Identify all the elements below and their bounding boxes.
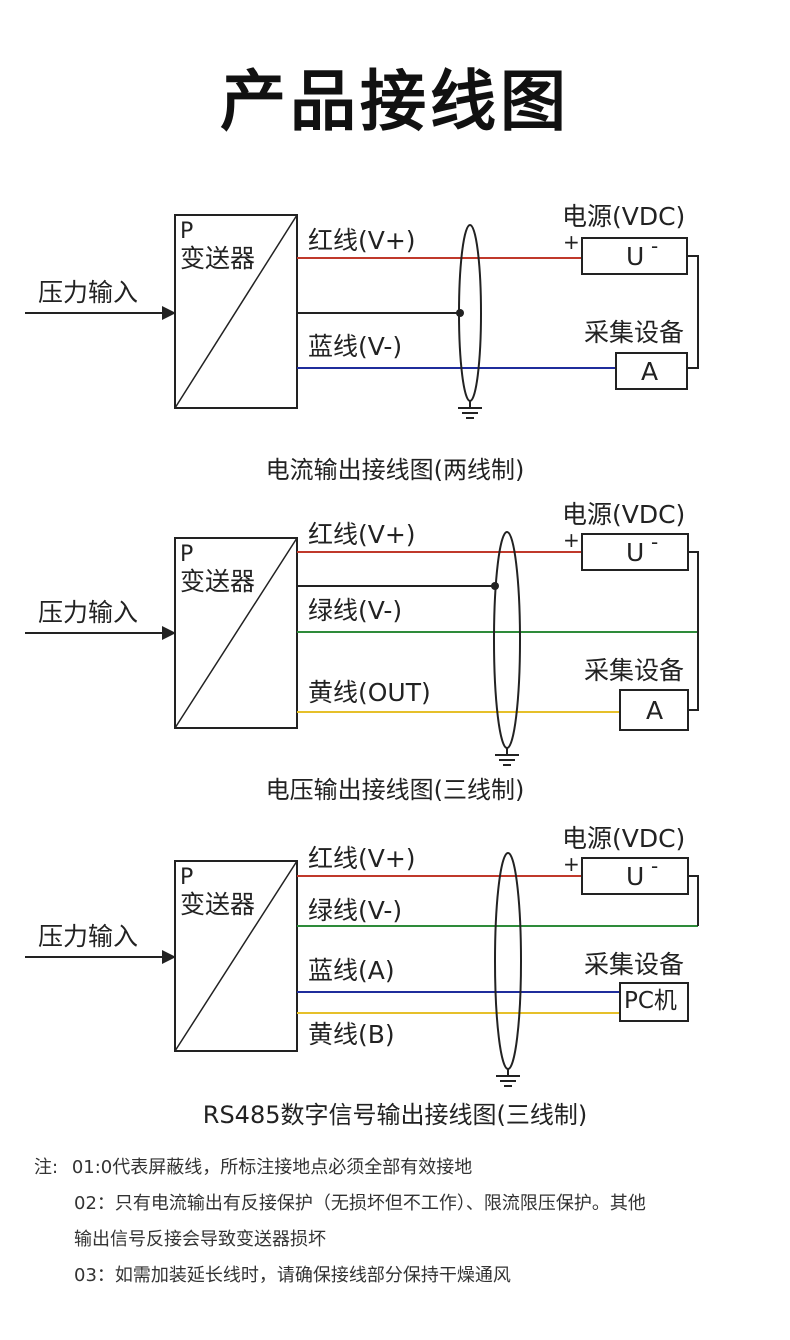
minus-sign: - bbox=[651, 234, 659, 258]
power-device-connector bbox=[687, 255, 699, 369]
device-box bbox=[619, 689, 689, 731]
wire-label-yellow: 黄线(B) bbox=[308, 1020, 395, 1049]
power-box bbox=[581, 533, 689, 571]
page-title: 产品接线图 bbox=[220, 63, 570, 140]
transmitter-label: 变送器 bbox=[180, 890, 256, 919]
device-box bbox=[615, 352, 688, 390]
wire-label-blue: 蓝线(V-) bbox=[308, 332, 403, 361]
diagram-rs485: 压力输入 P 变送器 红线(V+) 绿线(V-) 蓝线(A) 黄线(B) 电源(… bbox=[0, 820, 790, 1090]
plus-sign: + bbox=[563, 852, 580, 876]
note-prefix: 注: bbox=[34, 1157, 59, 1178]
wiring-svg bbox=[25, 214, 699, 419]
transmitter-diagonal bbox=[174, 214, 298, 409]
junction-dot bbox=[491, 582, 499, 590]
caption-diagram-1: 电流输出接线图(两线制) bbox=[265, 456, 525, 484]
device-box-label: A bbox=[641, 357, 659, 386]
caption-diagram-3: RS485数字信号输出接线图(三线制) bbox=[202, 1101, 588, 1129]
wiring-svg bbox=[25, 852, 699, 1087]
transmitter-label-p: P bbox=[180, 542, 194, 567]
power-box-label: U bbox=[626, 242, 645, 271]
power-device-connector bbox=[688, 551, 699, 711]
note-2: 02：只有电流输出有反接保护（无损坏但不工作）、限流限压保护。其他 bbox=[74, 1193, 646, 1214]
wire-label-blue: 蓝线(A) bbox=[308, 956, 395, 985]
note-1: 注: 01:0代表屏蔽线，所标注接地点必须全部有效接地 bbox=[34, 1150, 764, 1186]
input-label: 压力输入 bbox=[38, 922, 139, 951]
caption-diagram-2: 电压输出接线图(三线制) bbox=[265, 776, 525, 804]
wire-label-red: 红线(V+) bbox=[308, 226, 416, 255]
diagram-current-two-wire: 压力输入 P 变送器 红线(V+) 蓝线(V-) 电源(VDC) + U - 采… bbox=[0, 190, 790, 490]
device-box-label: A bbox=[646, 696, 664, 725]
transmitter-diagonal bbox=[174, 860, 298, 1052]
shield-ellipse bbox=[494, 852, 522, 1070]
device-box bbox=[619, 982, 689, 1022]
power-box-label: U bbox=[626, 538, 645, 567]
power-connector bbox=[688, 875, 699, 926]
power-box bbox=[581, 237, 688, 275]
device-label: 采集设备 bbox=[584, 656, 685, 685]
wire-label-green: 绿线(V-) bbox=[308, 596, 403, 625]
plus-sign: + bbox=[563, 230, 580, 254]
minus-sign: - bbox=[651, 530, 659, 554]
device-label: 采集设备 bbox=[584, 950, 685, 979]
power-label: 电源(VDC) bbox=[562, 202, 686, 231]
note-1-text: 01:0代表屏蔽线，所标注接地点必须全部有效接地 bbox=[71, 1157, 473, 1178]
notes: 注: 01:0代表屏蔽线，所标注接地点必须全部有效接地 02：只有电流输出有反接… bbox=[34, 1150, 764, 1294]
minus-sign: - bbox=[651, 854, 659, 878]
wire-label-green: 绿线(V-) bbox=[308, 896, 403, 925]
transmitter-label-p: P bbox=[180, 865, 194, 890]
transmitter-diagonal bbox=[174, 537, 298, 729]
note-3: 03：如需加装延长线时，请确保接线部分保持干燥通风 bbox=[74, 1265, 511, 1286]
transmitter-label: 变送器 bbox=[180, 244, 256, 273]
input-arrow-head bbox=[162, 950, 176, 964]
note-2-cont: 输出信号反接会导致变送器损坏 bbox=[74, 1229, 326, 1250]
wiring-svg bbox=[25, 531, 699, 766]
power-label: 电源(VDC) bbox=[562, 500, 686, 529]
junction-dot bbox=[456, 309, 464, 317]
input-arrow-head bbox=[162, 306, 176, 320]
transmitter-label: 变送器 bbox=[180, 567, 256, 596]
input-label: 压力输入 bbox=[38, 278, 139, 307]
plus-sign: + bbox=[563, 528, 580, 552]
power-box-label: U bbox=[626, 862, 645, 891]
diagram-voltage-three-wire: 压力输入 P 变送器 红线(V+) 绿线(V-) 黄线(OUT) 电源(VDC)… bbox=[0, 500, 790, 780]
power-label: 电源(VDC) bbox=[562, 824, 686, 853]
device-label: 采集设备 bbox=[584, 318, 685, 347]
transmitter-label-p: P bbox=[180, 219, 194, 244]
input-label: 压力输入 bbox=[38, 598, 139, 627]
wire-label-yellow: 黄线(OUT) bbox=[308, 678, 431, 707]
shield-ellipse bbox=[493, 531, 521, 749]
wire-label-red: 红线(V+) bbox=[308, 520, 416, 549]
input-arrow-head bbox=[162, 626, 176, 640]
power-box bbox=[581, 857, 689, 895]
device-box-label: PC机 bbox=[624, 988, 677, 1014]
wire-label-red: 红线(V+) bbox=[308, 844, 416, 873]
